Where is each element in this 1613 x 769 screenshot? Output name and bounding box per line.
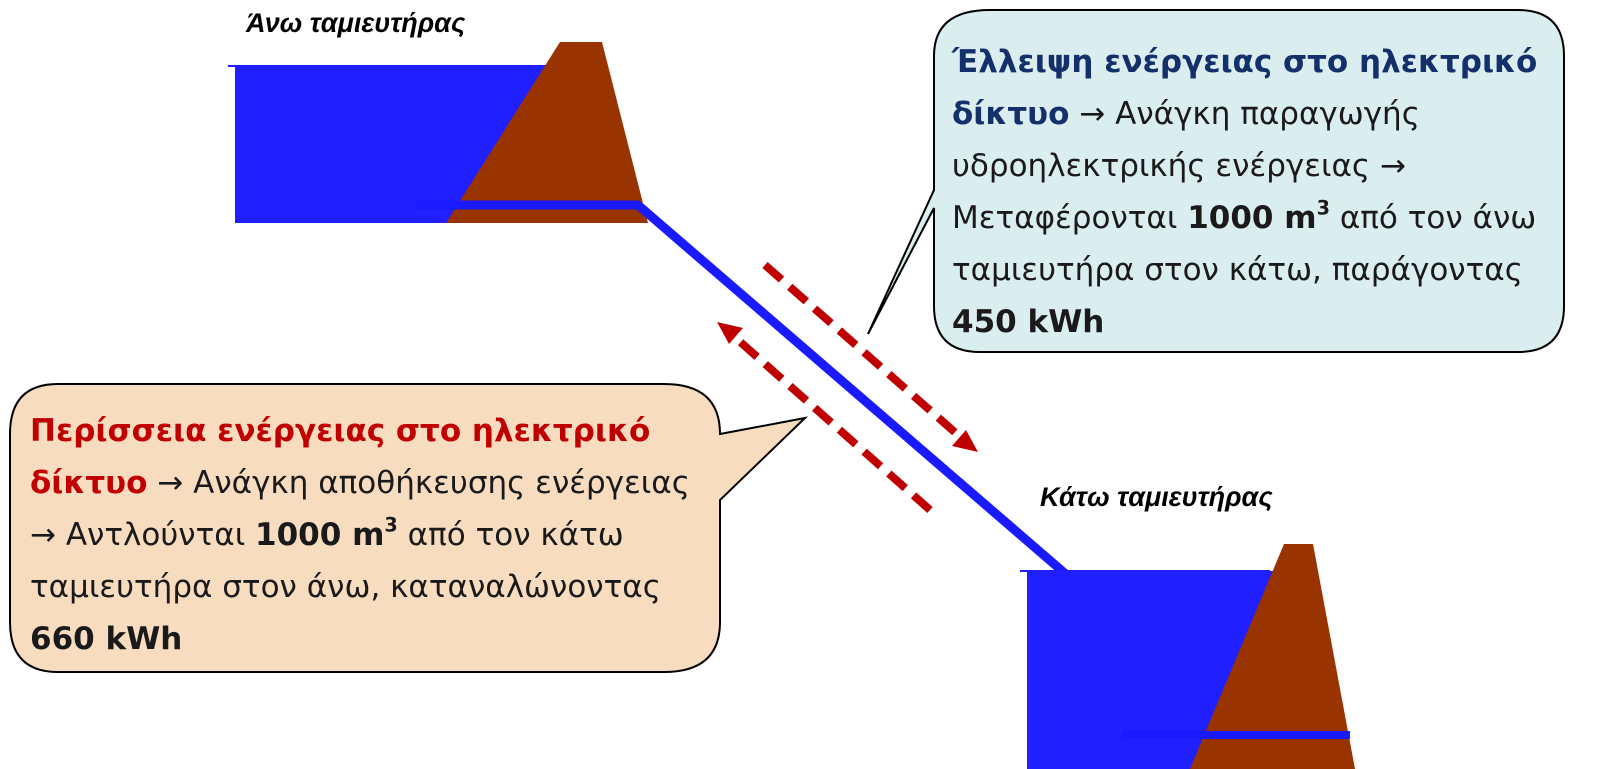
- upper-reservoir-label: Άνω ταμιευτήρας: [246, 8, 466, 38]
- storage-text-3: από τον κάτω ταμιευτήρα στον άνω, κατανα…: [30, 517, 661, 605]
- storage-text-1: Ανάγκη αποθήκευσης ενέργειας: [193, 465, 690, 501]
- storage-volume-exponent: 3: [384, 513, 398, 537]
- lower-reservoir-label: Κάτω ταμιευτήρας: [1040, 482, 1273, 512]
- storage-flow-arrowhead: [717, 322, 743, 344]
- generation-energy: 450 kWh: [952, 304, 1105, 340]
- lower-dam: [1190, 544, 1355, 769]
- generation-arrow-2: →: [1379, 148, 1406, 184]
- generation-callout-bubble: [867, 9, 1565, 353]
- generation-flow-arrowhead: [952, 430, 978, 452]
- storage-flow-arrow-shaft: [735, 337, 933, 513]
- generation-volume: 1000 m3: [1187, 196, 1330, 236]
- generation-flow-arrow-shaft: [762, 261, 961, 439]
- storage-highlight: Περίσσεια ενέργειας στο ηλεκτρικό δίκτυο: [30, 413, 651, 501]
- storage-arrow-1: →: [157, 465, 184, 501]
- storage-energy: 660 kWh: [30, 621, 183, 657]
- storage-volume: 1000 m3: [255, 513, 398, 553]
- generation-text-2: Μεταφέρονται: [952, 200, 1178, 236]
- storage-text-2: Αντλούνται: [65, 517, 246, 553]
- generation-text-1: Ανάγκη παραγωγής υδροηλεκτρικής ενέργεια…: [952, 96, 1420, 184]
- penstock-pipe: [635, 201, 1071, 580]
- storage-arrow-2: →: [30, 517, 56, 553]
- generation-arrow-1: →: [1079, 96, 1106, 132]
- generation-volume-exponent: 3: [1316, 196, 1330, 220]
- generation-highlight: Έλλειψη ενέργειας στο ηλεκτρικό δίκτυο: [952, 44, 1538, 132]
- storage-callout-bubble: [9, 383, 809, 673]
- generation-text-3: από τον άνω ταμιευτήρα στον κάτω, παράγο…: [952, 200, 1537, 288]
- storage-callout-text: Περίσσεια ενέργειας στο ηλεκτρικό δίκτυο…: [30, 405, 710, 665]
- generation-callout-text: Έλλειψη ενέργειας στο ηλεκτρικό δίκτυο →…: [952, 36, 1562, 348]
- upper-dam: [446, 42, 648, 223]
